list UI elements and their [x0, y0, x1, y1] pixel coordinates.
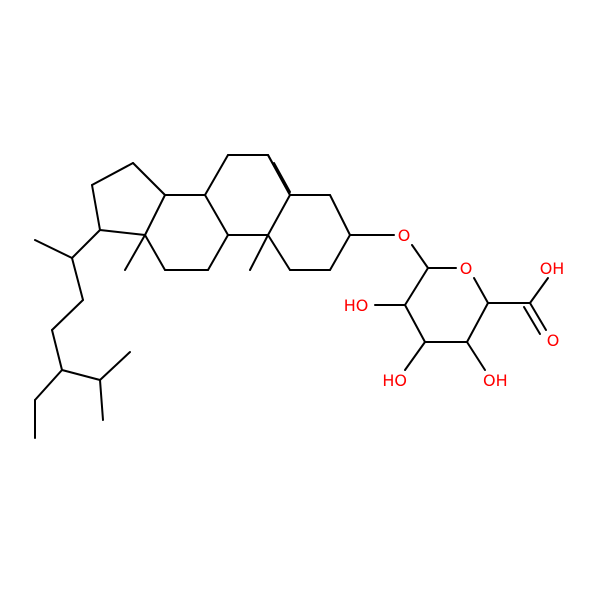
double-bond-inner	[273, 162, 291, 193]
bond	[144, 194, 166, 236]
hydroxyl-c4-label: OH	[483, 371, 508, 390]
bond	[404, 267, 429, 306]
bond	[529, 277, 549, 304]
bond	[132, 162, 166, 196]
bond	[466, 341, 486, 371]
atom-labels: O O HO HO OH OH O	[344, 226, 565, 390]
bond	[204, 194, 229, 236]
bond	[51, 329, 63, 371]
methyl-c19	[249, 234, 269, 271]
bond	[329, 234, 351, 271]
bond	[529, 302, 547, 331]
carboxyl-hydroxyl-label: OH	[540, 259, 565, 278]
bond	[466, 302, 489, 343]
bond	[329, 194, 351, 236]
bond	[51, 299, 84, 331]
hydroxyl-c2-label: HO	[344, 296, 369, 315]
bond	[99, 351, 131, 381]
bond	[207, 234, 229, 271]
steroid-skeleton	[34, 154, 351, 439]
carboxyl-oxygen-label: O	[547, 331, 560, 350]
bond	[144, 234, 166, 271]
bond	[267, 194, 291, 236]
bond	[71, 229, 101, 259]
bond	[34, 369, 63, 401]
glycosidic-oxygen-label: O	[398, 226, 411, 245]
bond	[404, 304, 426, 343]
hydroxyl-c3-label: HO	[382, 371, 407, 390]
bond	[61, 369, 101, 381]
bond	[34, 239, 73, 259]
double-bond	[267, 154, 291, 196]
bond	[473, 277, 489, 304]
bond	[91, 162, 134, 186]
bond	[99, 379, 104, 421]
bond	[411, 244, 429, 269]
bond	[523, 306, 541, 335]
bond	[204, 154, 229, 196]
methyl-c18	[124, 234, 146, 271]
bond	[91, 184, 101, 231]
bond	[99, 229, 146, 236]
bond	[71, 257, 84, 301]
bond	[267, 234, 291, 271]
ring-oxygen-label: O	[460, 259, 473, 278]
bond	[404, 341, 426, 371]
glucuronide	[349, 234, 549, 371]
